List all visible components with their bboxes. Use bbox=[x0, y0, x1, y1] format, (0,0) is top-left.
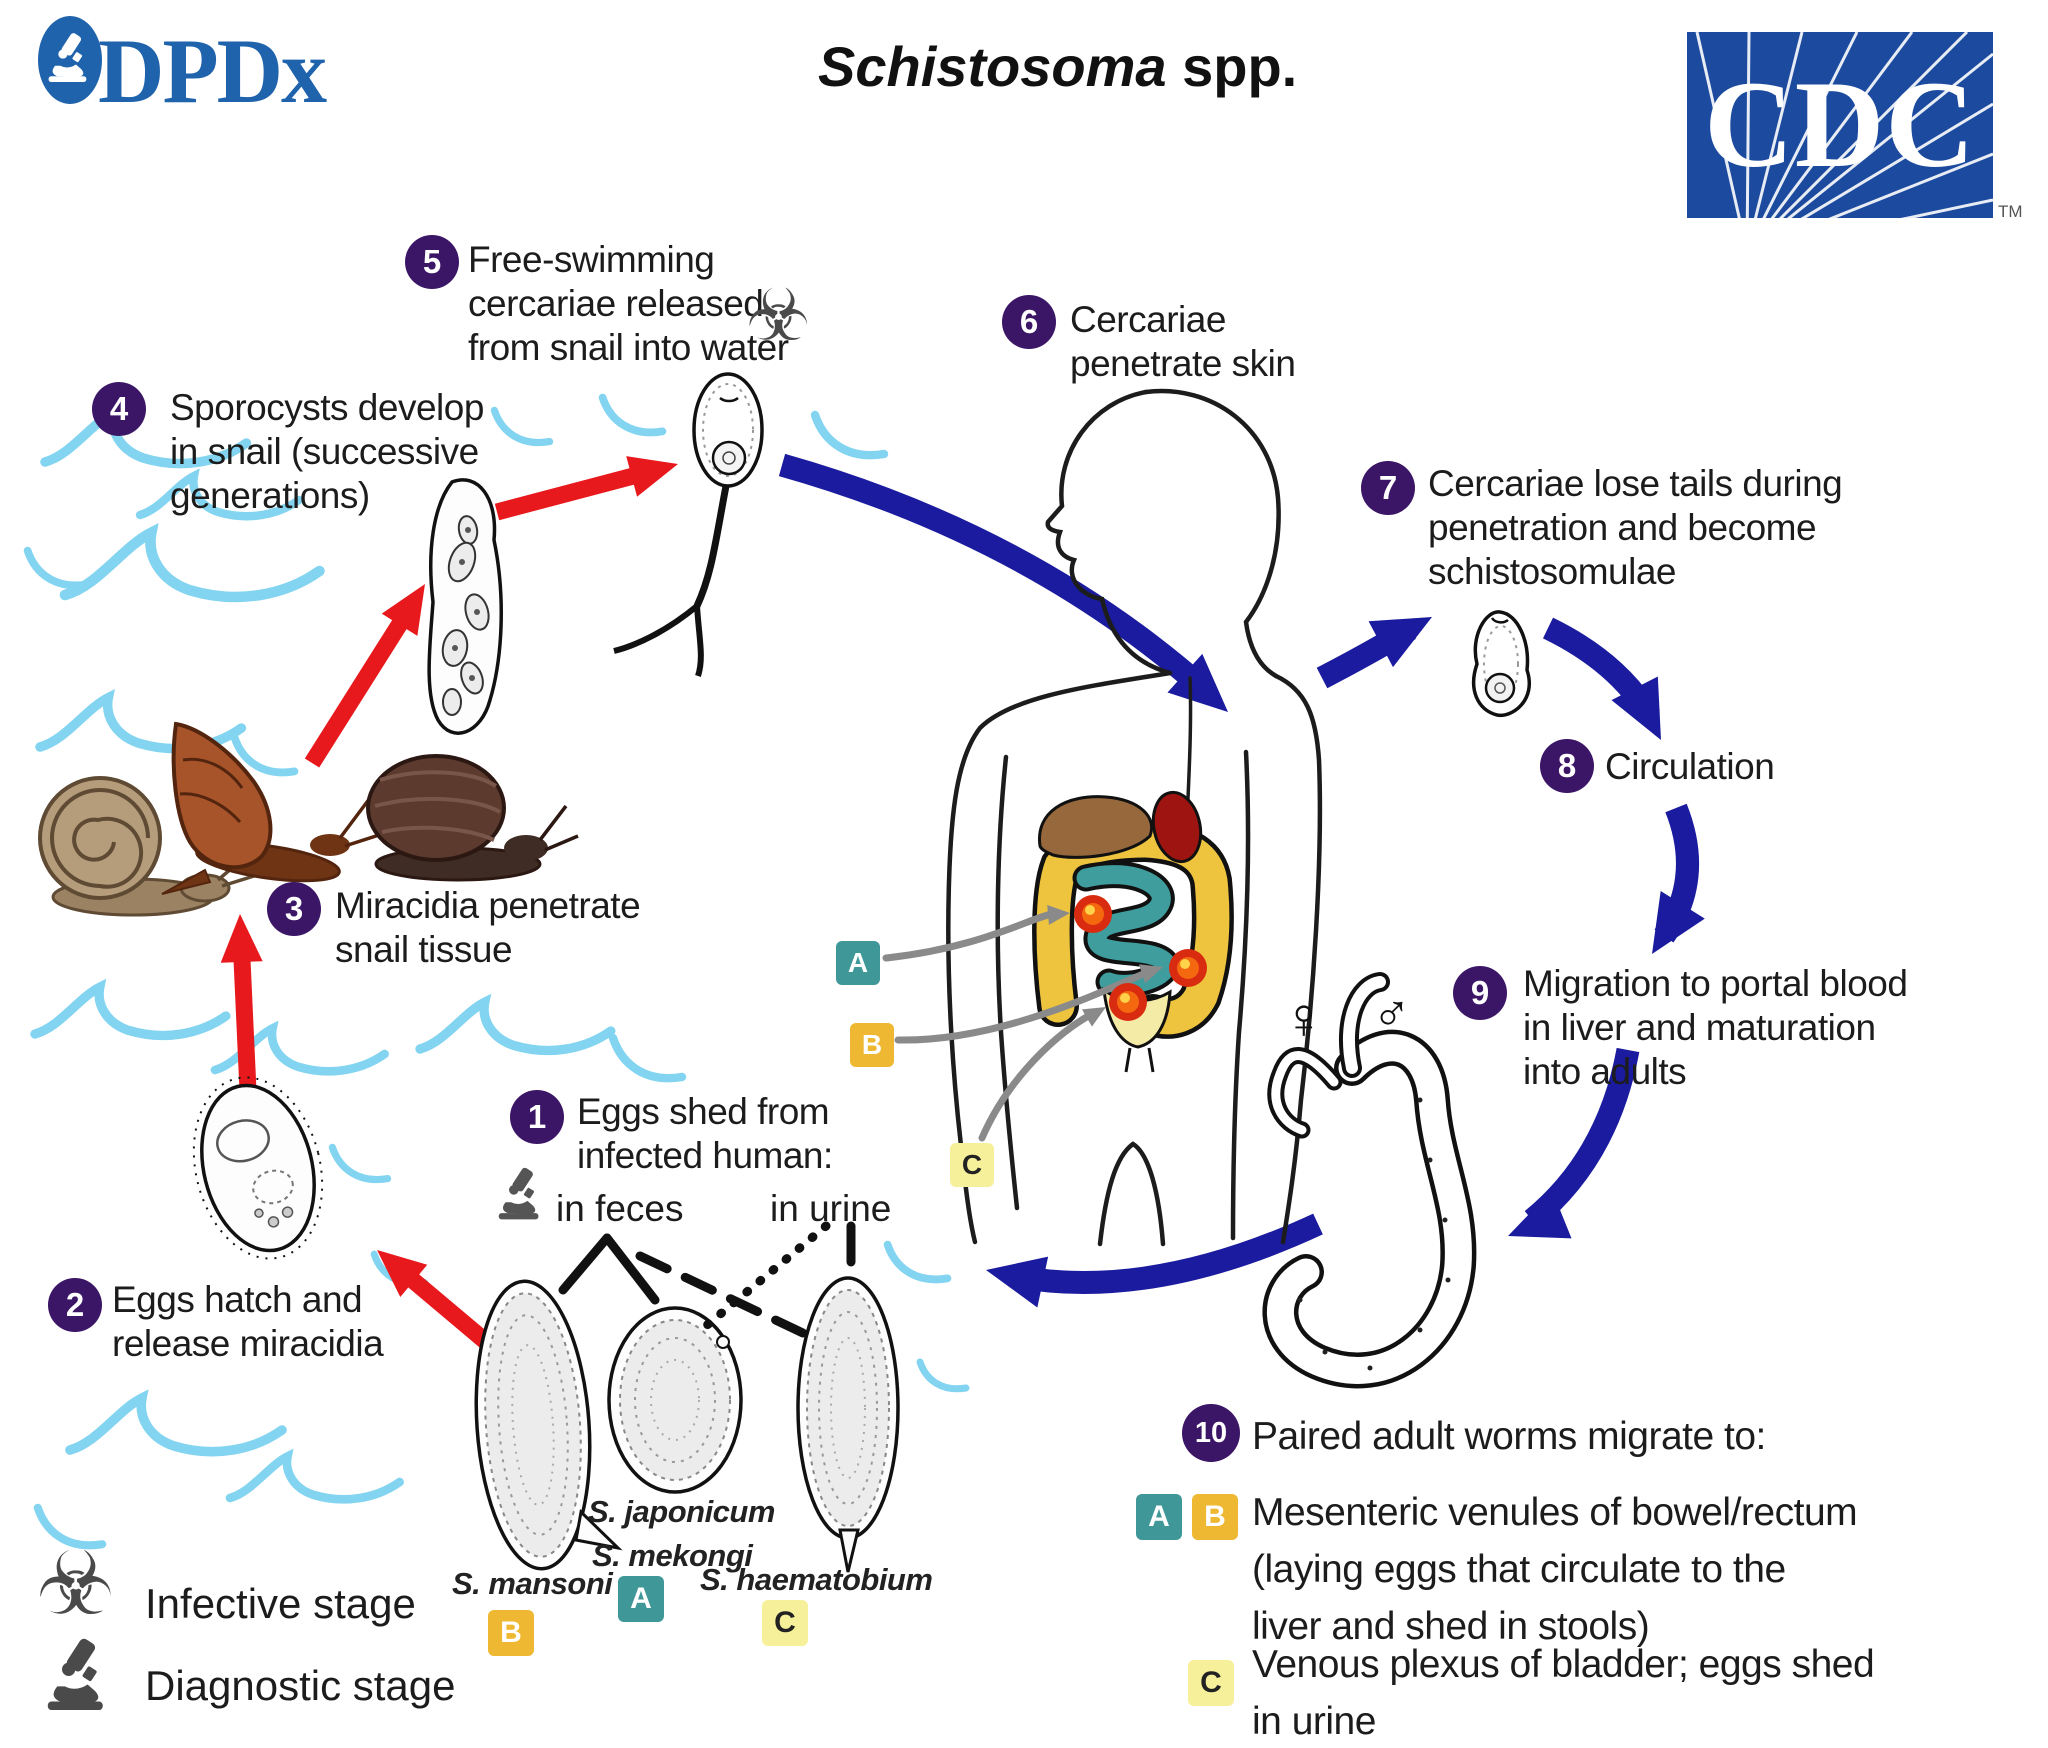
destination-mesenteric: Mesenteric venules of bowel/rectum (layi… bbox=[1252, 1491, 1858, 1648]
microscope-icon bbox=[498, 1167, 539, 1220]
badge-b: B bbox=[1192, 1494, 1238, 1540]
cdc-trademark: TM bbox=[1998, 202, 2023, 221]
step-4-label: Sporocysts develop in snail (successive … bbox=[170, 387, 484, 516]
step-4-number: 4 bbox=[92, 382, 146, 436]
badge-a-body: A bbox=[836, 941, 880, 985]
species-s-haematobium: S. haematobium bbox=[700, 1562, 933, 1597]
dpdx-logo-text: DPDx bbox=[98, 20, 327, 122]
badge-b-body: B bbox=[850, 1023, 894, 1067]
organ-callout-lines bbox=[882, 904, 1163, 1142]
snail-oncomelania-illustration bbox=[161, 721, 383, 895]
step-9-label: Migration to portal blood in liver and m… bbox=[1523, 963, 1908, 1092]
page-title: Schistosoma spp. bbox=[818, 34, 1297, 99]
step-8-number: 8 bbox=[1540, 739, 1594, 793]
legend-diagnostic-stage: Diagnostic stage bbox=[145, 1662, 456, 1709]
step-1-number: 1 bbox=[510, 1090, 564, 1144]
step-7-number: 7 bbox=[1361, 461, 1415, 515]
egg-s-japonicum-illustration bbox=[607, 1306, 743, 1494]
step-2-label: Eggs hatch and release miracidia bbox=[112, 1279, 384, 1364]
badge-a: A bbox=[1136, 1494, 1182, 1540]
step-7-label: Cercariae lose tails during penetration … bbox=[1428, 463, 1843, 592]
schistosomula-illustration bbox=[1471, 610, 1531, 717]
cdc-logo: CDC bbox=[1687, 32, 1993, 218]
title-suffix: spp. bbox=[1166, 35, 1298, 98]
step-8-label: Circulation bbox=[1605, 746, 1775, 787]
female-symbol-icon: ♀ bbox=[1282, 986, 1326, 1051]
destination-bladder: Venous plexus of bladder; eggs shed in u… bbox=[1252, 1643, 1875, 1743]
legend-infective-stage: Infective stage bbox=[145, 1580, 416, 1627]
biohazard-icon: ☣ bbox=[746, 276, 811, 356]
step-2-number: 2 bbox=[48, 1278, 102, 1332]
egg-s-haematobium-illustration bbox=[796, 1276, 900, 1573]
title-genus: Schistosoma bbox=[818, 35, 1167, 98]
cercaria-illustration bbox=[613, 372, 764, 677]
adult-worms-illustration bbox=[1262, 972, 1477, 1389]
badge-c: C bbox=[1188, 1660, 1234, 1706]
egg-s-mansoni-illustration bbox=[474, 1279, 623, 1571]
step-6-label: Cercariae penetrate skin bbox=[1070, 299, 1296, 384]
step-10-label: Paired adult worms migrate to: bbox=[1252, 1415, 1766, 1458]
badge-b-egg: B bbox=[488, 1610, 534, 1656]
step-10-number: 10 bbox=[1182, 1404, 1240, 1462]
step-6-number: 6 bbox=[1002, 295, 1056, 349]
dpdx-microscope-icon bbox=[38, 16, 102, 104]
male-symbol-icon: ♂ bbox=[1372, 985, 1411, 1043]
step-9-number: 9 bbox=[1453, 966, 1507, 1020]
miracidium-illustration bbox=[192, 1076, 324, 1260]
step-3-label: Miracidia penetrate snail tissue bbox=[335, 885, 641, 970]
infective-stage-biohazard-icon: ☣ bbox=[36, 1534, 115, 1633]
sporocyst-illustration bbox=[427, 478, 503, 735]
cdc-logo-text: CDC bbox=[1704, 56, 1976, 193]
route-connector-lines bbox=[558, 1221, 856, 1339]
diagnostic-stage-microscope-icon bbox=[47, 1638, 103, 1711]
badge-a-egg: A bbox=[618, 1576, 664, 1622]
step-1-label: Eggs shed from infected human: bbox=[577, 1091, 833, 1176]
route-in-feces: in feces bbox=[556, 1188, 684, 1229]
step-5-label: Free-swimming cercariae released from sn… bbox=[468, 239, 789, 368]
egg-laying-site-dots bbox=[1074, 895, 1207, 1021]
snail-biomphalaria-illustration bbox=[38, 776, 255, 917]
step-3-number: 3 bbox=[267, 882, 321, 936]
step-5-number: 5 bbox=[405, 235, 459, 289]
badge-c-egg: C bbox=[762, 1600, 808, 1646]
snail-bulinus-illustration bbox=[366, 754, 579, 882]
route-in-urine: in urine bbox=[770, 1188, 892, 1229]
species-s-mansoni: S. mansoni bbox=[452, 1566, 613, 1601]
abdominal-organs bbox=[1032, 790, 1234, 1073]
species-s-japonicum: S. japonicum bbox=[588, 1494, 775, 1529]
species-s-mekongi: S. mekongi bbox=[592, 1538, 753, 1573]
blue-cycle-arrows bbox=[778, 453, 1705, 1308]
cdc-logo-rays bbox=[1695, 32, 1993, 218]
badge-c-body: C bbox=[950, 1143, 994, 1187]
